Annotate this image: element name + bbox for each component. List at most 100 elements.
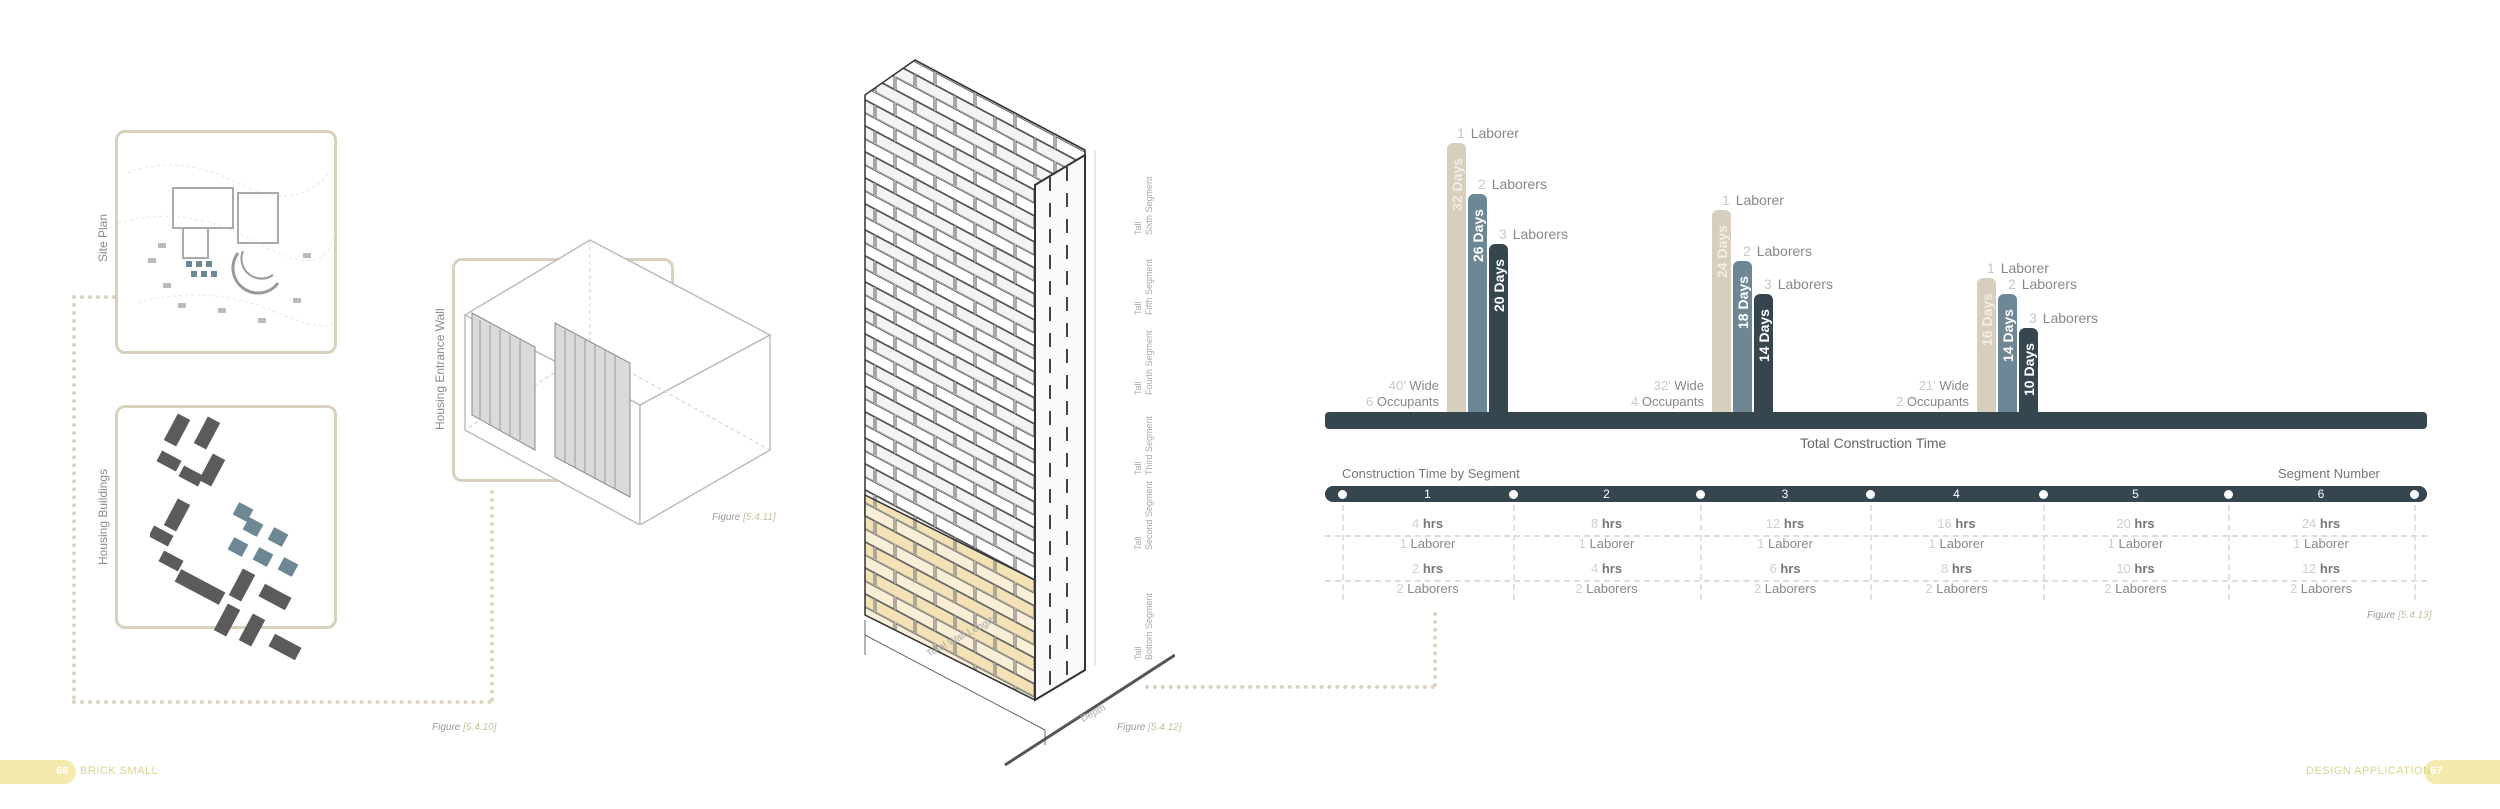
laborers-text: 2 [1753, 581, 1762, 596]
footer-right-tab [2424, 760, 2500, 784]
figure-5-4-10: Figure [5.4.10] [432, 722, 497, 733]
table-column-divider [1342, 505, 1344, 600]
hours-text: 20 [2116, 516, 2131, 531]
site-plan-drawing [117, 164, 337, 327]
group-width-label: Wide [1939, 378, 1969, 393]
hours-text: 8 [1590, 516, 1599, 531]
laborers-text: Laborers [1777, 276, 1833, 293]
segment-laborers: 1 Laborer [1710, 536, 1860, 551]
table-column-divider [2043, 505, 2045, 600]
group-width-label: Wide [1674, 378, 1704, 393]
hours-text: hrs [1951, 561, 1973, 576]
table-row-divider [1325, 535, 2427, 537]
segment-number: 5 [2132, 487, 2139, 501]
hours-text: 8 [1940, 561, 1949, 576]
hours-text: hrs [1422, 561, 1444, 576]
laborers-text: Laborers [1586, 581, 1638, 596]
chart-xlabel: Total Construction Time [1800, 435, 1947, 451]
connector-tower [1145, 685, 1435, 689]
segment-laborers: 2 Laborers [1882, 581, 2032, 596]
laborers-text: Laborers [1407, 581, 1459, 596]
group-occupants-label: Occupants [1641, 394, 1704, 409]
segment-hours: 6 hrs [1710, 561, 1860, 576]
group-occupants: 4 [1630, 394, 1639, 409]
laborers-text: 1 [1578, 536, 1586, 551]
chart-bar [1468, 193, 1487, 416]
segment-number: 2 [1603, 487, 1610, 501]
timeline-dot [2039, 490, 2048, 499]
bar-days-label: 26 Days [1470, 208, 1486, 262]
figure-5-4-13: Figure [5.4.13] [2367, 610, 2432, 621]
hours-text: hrs [2319, 516, 2341, 531]
segment-hours: 8 hrs [1882, 561, 2032, 576]
bar-laborers-label: 2 Laborers [1478, 176, 1547, 192]
bar-laborers-label: 2 Laborers [1743, 243, 1812, 259]
table-column-divider [1870, 505, 1872, 600]
segment-laborers: 2 Laborers [2061, 581, 2211, 596]
group-width: 32' [1653, 378, 1671, 393]
laborers-text: 1 [1928, 536, 1936, 551]
segments-title: Construction Time by Segment [1342, 466, 1520, 481]
bar-days-label: 20 Days [1491, 259, 1507, 312]
segment-number: 6 [2317, 487, 2325, 501]
segment-laborers: 1 Laborer [2061, 536, 2211, 551]
laborers-text: 1 [2107, 536, 2115, 551]
entrance-wall-label: Housing Entrance Wall [433, 308, 447, 430]
laborers-text: Laborers [1936, 581, 1988, 596]
laborers-text: Laborers [2300, 581, 2353, 596]
laborers-text: Laborers [2021, 276, 2077, 293]
chart-bar [1489, 244, 1508, 416]
hours-text: hrs [1783, 516, 1805, 531]
chart-bar [1977, 277, 1996, 416]
segment-hours: 10 hrs [2061, 561, 2211, 576]
segment-laborers: 2 Laborers [2246, 581, 2396, 596]
timeline-dot [1509, 490, 1518, 499]
group-width-label: Wide [1409, 378, 1439, 393]
site-plan-label: Site Plan [96, 213, 110, 262]
bar-days-label: 18 Days [1735, 275, 1751, 329]
housing-buildings-label: Housing Buildings [96, 468, 110, 565]
hours-text: 4 [1411, 516, 1420, 531]
group-width: 21' [1918, 378, 1936, 393]
segment-laborers: 1 Laborer [1353, 536, 1503, 551]
laborers-text: 3 [1764, 276, 1772, 293]
laborers-text: Laborer [1939, 536, 1985, 551]
footer-left-tab [0, 760, 76, 784]
timeline-dot [1696, 490, 1705, 499]
laborers-text: Laborer [1768, 536, 1813, 551]
hours-text: 10 [2116, 561, 2131, 576]
chart-bar [1998, 294, 2017, 416]
hours-text: 16 [1937, 516, 1952, 531]
right-page-number: 67 [2430, 765, 2443, 777]
laborers-text: 2 [2008, 276, 2016, 293]
laborers-text: 1 [2293, 536, 2301, 551]
segment-hours: 16 hrs [1882, 516, 2032, 531]
timeline-dot [2224, 490, 2233, 499]
segment-timeline [1325, 486, 2427, 502]
hours-text: hrs [1601, 561, 1623, 576]
bar-days-label: 14 Days [1756, 309, 1772, 363]
hours-text: hrs [2134, 516, 2155, 531]
bar-laborers-label: 1 Laborer [1722, 192, 1784, 208]
laborers-text: 2 [1575, 581, 1583, 596]
hours-text: hrs [2319, 561, 2341, 576]
laborers-text: Laborer [2000, 259, 2049, 276]
table-row-divider [1325, 580, 2427, 582]
figure-5-4-12: Figure [5.4.12] [1117, 722, 1182, 733]
hours-text: hrs [1955, 516, 1976, 531]
brick-tower-drawing [864, 59, 1175, 767]
laborers-text: Laborers [1756, 242, 1812, 259]
segment-number: 1 [1424, 487, 1431, 501]
bar-laborers-label: 3 Laborers [1499, 226, 1568, 242]
segment-laborers: 1 Laborer [1882, 536, 2032, 551]
laborers-text: Laborer [1735, 192, 1784, 209]
table-column-divider [2228, 505, 2230, 600]
segment-number: 3 [1781, 487, 1789, 501]
